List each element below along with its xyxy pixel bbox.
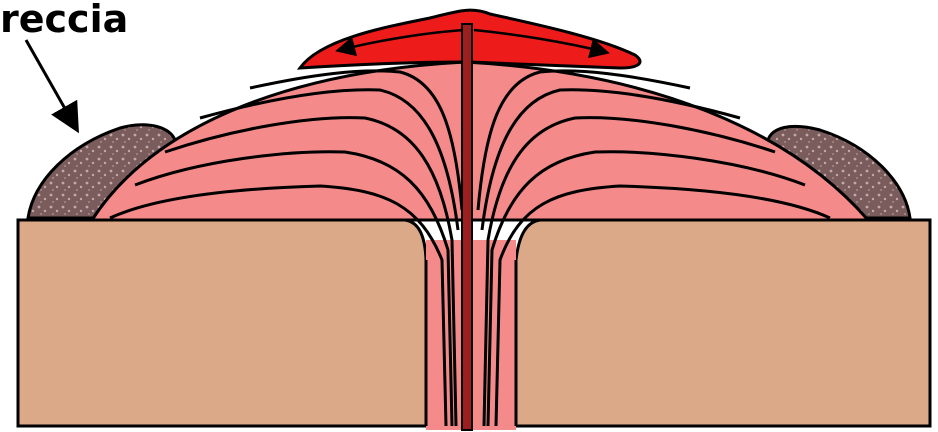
country-rock-left [18, 220, 426, 426]
breccia-pointer-arrow [26, 40, 76, 128]
country-rock-right [516, 220, 930, 426]
central-conduit [462, 24, 472, 430]
breccia-label: reccia [0, 0, 128, 41]
